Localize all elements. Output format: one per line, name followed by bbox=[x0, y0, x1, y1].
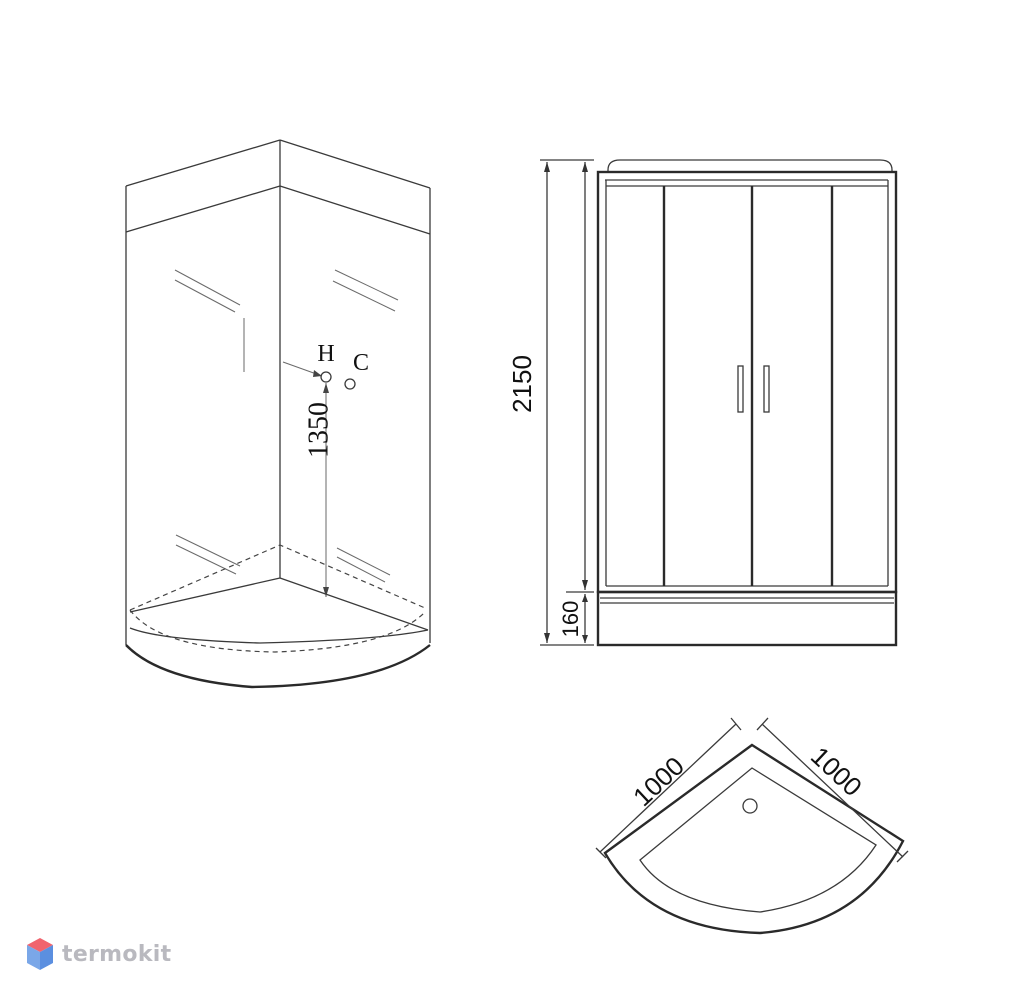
outlet-height-label: 1350 bbox=[303, 402, 334, 458]
hot-label: H bbox=[317, 341, 334, 367]
glass-reflections bbox=[174, 269, 399, 583]
drain-hole bbox=[742, 798, 758, 814]
hot-water-inlet bbox=[320, 371, 332, 383]
width-right-label: 1000 bbox=[805, 741, 868, 802]
tray-height-label: 160 bbox=[558, 601, 583, 638]
shower-tray bbox=[125, 544, 431, 689]
cabin-outline bbox=[125, 139, 431, 645]
total-height-label: 2150 bbox=[507, 355, 537, 413]
top-view: 1000 1000 bbox=[595, 717, 909, 935]
front-view: 2150 160 bbox=[507, 159, 898, 647]
brand-logo: termokit bbox=[26, 936, 171, 972]
outlet-dimension bbox=[282, 361, 329, 597]
door-handle-right bbox=[763, 365, 770, 413]
front-tray bbox=[596, 590, 898, 647]
front-dimensions bbox=[540, 159, 594, 646]
front-frame bbox=[596, 159, 898, 594]
cold-water-inlet bbox=[344, 378, 356, 390]
cold-label: C bbox=[353, 350, 369, 376]
perspective-view: H C 1350 bbox=[125, 139, 431, 689]
top-dimensions bbox=[595, 717, 909, 863]
brand-cube-icon bbox=[27, 938, 53, 970]
brand-name: termokit bbox=[62, 941, 172, 967]
door-handle-left bbox=[737, 365, 744, 413]
doors bbox=[662, 186, 834, 586]
width-left-label: 1000 bbox=[627, 751, 690, 812]
